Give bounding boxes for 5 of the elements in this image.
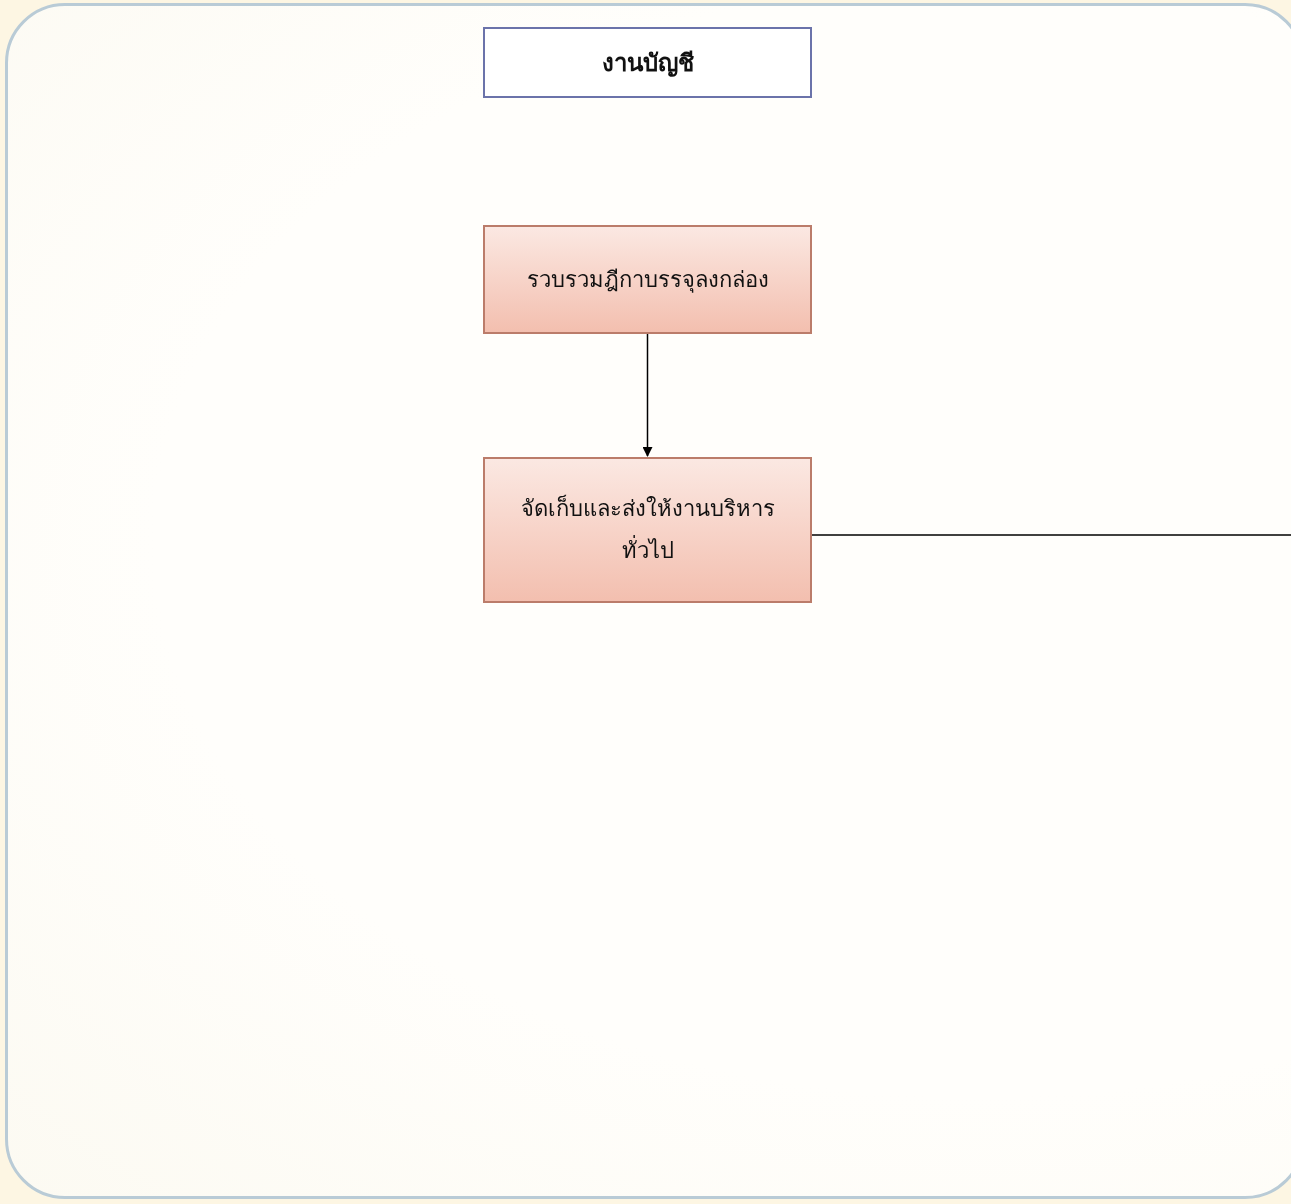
- title-box: งานบัญชี: [483, 27, 812, 98]
- process-box: รวบรวมฎีกาบรรจุลงกล่อง: [483, 225, 812, 334]
- process-box: จัดเก็บและส่งให้งานบริหารทั่วไป: [483, 457, 812, 603]
- arrow: [642, 333, 653, 457]
- connector-line: [811, 534, 1291, 536]
